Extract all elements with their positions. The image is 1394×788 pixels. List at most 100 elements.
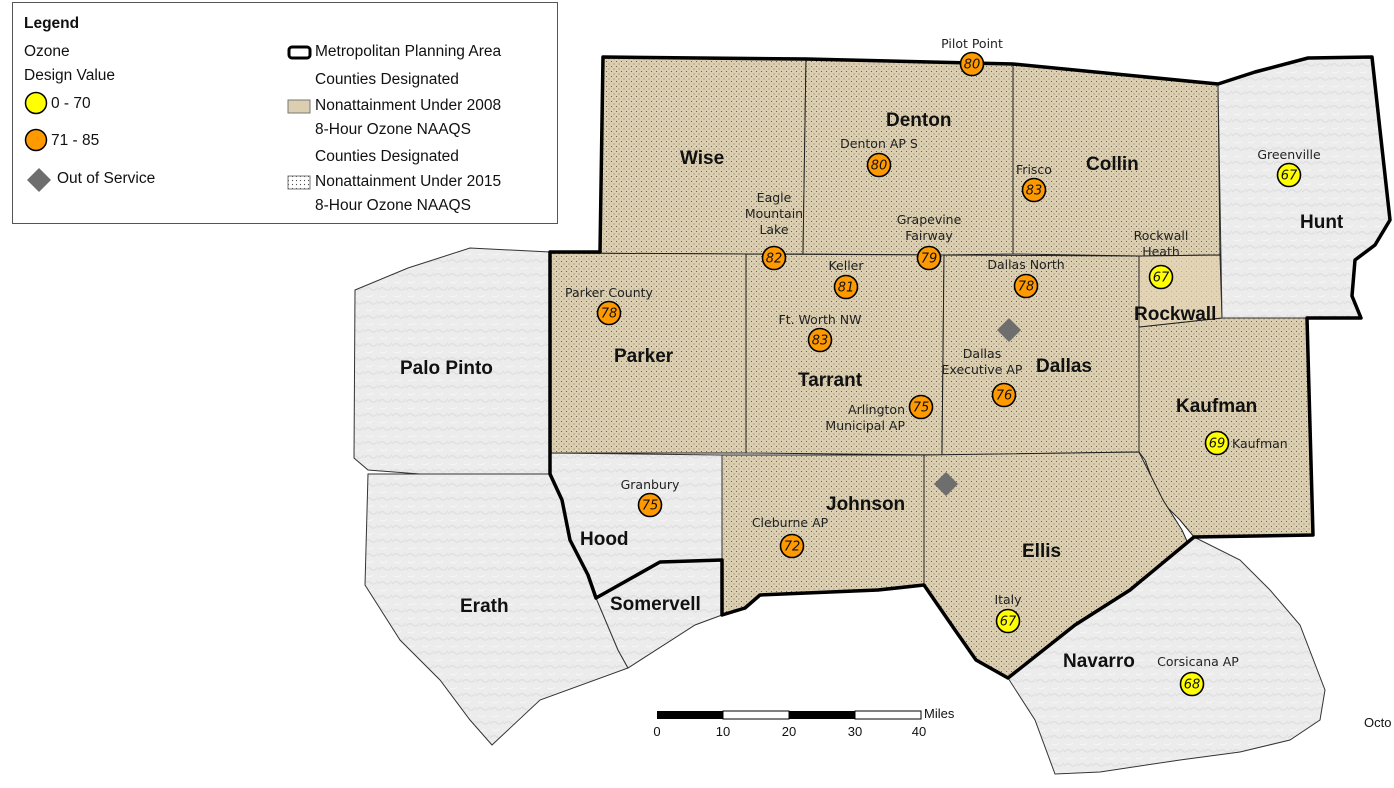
site-value: 67 xyxy=(1281,169,1298,184)
site-marker xyxy=(1021,177,1047,203)
site-marker xyxy=(1276,162,1302,188)
county-label-tarrant: Tarrant xyxy=(798,370,863,391)
legend-design-value: Design Value xyxy=(24,67,116,84)
county-label-palo-pinto: Palo Pinto xyxy=(400,358,493,379)
legend-high-swatch xyxy=(24,128,48,152)
county-label-rockwall: Rockwall xyxy=(1134,304,1216,325)
site-label: Eagle xyxy=(757,190,792,205)
legend: Legend Ozone Design Value 0 - 70 71 - 85… xyxy=(12,2,558,224)
county-label-johnson: Johnson xyxy=(826,494,905,515)
site-value: 72 xyxy=(784,540,801,555)
site-label: Mountain xyxy=(745,206,803,221)
site-marker xyxy=(991,382,1017,408)
site-label: Corsicana AP xyxy=(1157,654,1239,669)
legend-ozone: Ozone xyxy=(24,43,70,60)
county-hunt xyxy=(1217,56,1391,319)
site-label: Pilot Point xyxy=(941,36,1003,51)
site-label: Greenville xyxy=(1257,147,1321,162)
site-value: 75 xyxy=(642,499,659,514)
site-label: Lake xyxy=(759,222,788,237)
legend-cd2015-line3: 8-Hour Ozone NAAQS xyxy=(315,197,471,214)
legend-class-high: 71 - 85 xyxy=(51,132,100,149)
site-label: Executive AP xyxy=(942,362,1023,377)
county-label-ellis: Ellis xyxy=(1022,541,1061,562)
site-label: Ft. Worth NW xyxy=(779,312,862,327)
site-label: Italy xyxy=(994,592,1022,607)
site-label: Denton AP S xyxy=(840,136,918,151)
site-marker xyxy=(1148,264,1174,290)
site-label: Fairway xyxy=(905,228,953,243)
site-value: 76 xyxy=(996,389,1013,404)
site-value: 83 xyxy=(812,334,829,349)
site-label: Keller xyxy=(828,258,864,273)
county-label-parker: Parker xyxy=(614,346,674,367)
legend-2015-swatch xyxy=(287,175,311,190)
legend-title: Legend xyxy=(24,15,80,32)
legend-cd2015-line2: Nonattainment Under 2015 xyxy=(315,173,502,190)
monitor-site: 67 Italy xyxy=(994,592,1022,634)
site-marker xyxy=(959,51,985,77)
legend-cd2015-line1: Counties Designated xyxy=(315,148,459,165)
site-label: Arlington xyxy=(848,402,905,417)
monitor-site: 67 Greenville xyxy=(1257,147,1321,188)
monitor-site: 78 Parker County xyxy=(565,285,654,326)
site-marker xyxy=(1204,430,1230,456)
mpa-boundary xyxy=(548,55,1392,680)
site-marker xyxy=(807,327,833,353)
site-value: 80 xyxy=(871,159,888,174)
monitor-site: 75 Granbury xyxy=(621,477,680,518)
site-marker xyxy=(637,492,663,518)
legend-low-swatch xyxy=(24,91,48,115)
site-marker xyxy=(916,245,942,271)
county-label-collin: Collin xyxy=(1086,154,1139,175)
site-value: 78 xyxy=(601,307,618,322)
scale-unit: Miles xyxy=(924,706,955,721)
date-fragment: Octo xyxy=(1364,715,1391,730)
site-label: Parker County xyxy=(565,285,653,300)
legend-out-of-service: Out of Service xyxy=(57,170,156,187)
site-label: Rockwall xyxy=(1134,228,1189,243)
site-value: 79 xyxy=(921,252,938,267)
site-value: 75 xyxy=(913,401,930,416)
monitor-site: 80 Denton AP S xyxy=(840,136,918,178)
site-value: 69 xyxy=(1209,437,1226,452)
monitor-site: 83 Ft. Worth NW xyxy=(779,312,862,353)
site-marker xyxy=(1013,273,1039,299)
scale-tick-30: 30 xyxy=(848,724,862,739)
site-marker xyxy=(1179,671,1205,697)
scale-tick-10: 10 xyxy=(716,724,730,739)
site-marker xyxy=(995,608,1021,634)
site-value: 78 xyxy=(1018,280,1035,295)
legend-mpa: Metropolitan Planning Area xyxy=(315,43,502,60)
site-marker xyxy=(833,274,859,300)
legend-cd2008-line1: Counties Designated xyxy=(315,71,459,88)
county-label-dallas: Dallas xyxy=(1036,356,1092,377)
site-label: Granbury xyxy=(621,477,680,492)
legend-cd2008-line3: 8-Hour Ozone NAAQS xyxy=(315,121,471,138)
site-label: Grapevine xyxy=(897,212,962,227)
legend-class-low: 0 - 70 xyxy=(51,95,91,112)
out-of-service-marker xyxy=(997,318,1021,342)
county-label-somervell: Somervell xyxy=(610,594,701,615)
site-label: Municipal AP xyxy=(825,418,905,433)
county-label-kaufman: Kaufman xyxy=(1176,396,1257,417)
site-marker xyxy=(761,245,787,271)
site-value: 67 xyxy=(1000,615,1017,630)
county-label-wise: Wise xyxy=(680,148,724,169)
scale-bar: 0 10 20 30 40 Miles xyxy=(653,706,954,739)
county-label-hunt: Hunt xyxy=(1300,212,1344,233)
site-label: Heath xyxy=(1142,244,1180,259)
site-value: 68 xyxy=(1184,678,1201,693)
scale-tick-0: 0 xyxy=(653,724,660,739)
scale-tick-40: 40 xyxy=(912,724,926,739)
site-value: 81 xyxy=(838,281,855,296)
